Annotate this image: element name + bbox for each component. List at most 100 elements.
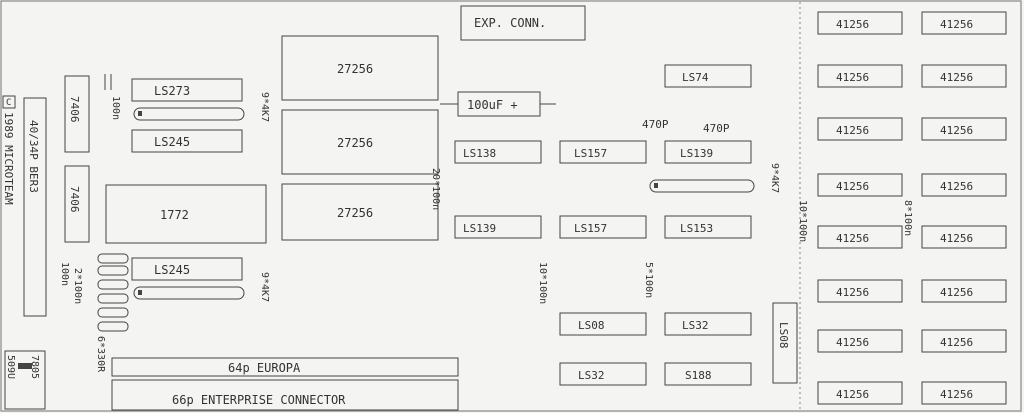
chip-1772-label: 1772 bbox=[160, 208, 189, 222]
cap-470p-1: 470P bbox=[642, 118, 669, 131]
resistor-pack-1: 9*4K7 bbox=[133, 92, 270, 122]
chip-ls157-b-label: LS157 bbox=[574, 222, 607, 235]
chip-ls157-a-label: LS157 bbox=[574, 147, 607, 160]
chip-s188-label: S188 bbox=[685, 369, 712, 382]
chip-7406-a: 7406 bbox=[64, 75, 90, 153]
eprom-2-label: 27256 bbox=[337, 136, 373, 150]
chip-ls245-top-label: LS245 bbox=[154, 135, 190, 149]
cap-2-100n: 2*100n bbox=[72, 268, 83, 304]
cap-5-100n: 5*100n bbox=[643, 262, 654, 298]
sip-2-label: 9*4K7 bbox=[259, 272, 270, 302]
chip-7406-a-label: 7406 bbox=[68, 96, 81, 123]
europa-label: 64p EUROPA bbox=[228, 361, 301, 375]
chip-ls08-b-label: LS08 bbox=[777, 322, 790, 349]
dram-chip: 41256 bbox=[921, 225, 1007, 249]
dram-chip-label: 41256 bbox=[836, 388, 869, 401]
chip-ls138-label: LS138 bbox=[463, 147, 496, 160]
chip-ls139-a: LS139 bbox=[664, 140, 752, 164]
dram-chip: 41256 bbox=[817, 64, 903, 88]
chip-ls74-label: LS74 bbox=[682, 71, 709, 84]
dram-chip: 41256 bbox=[817, 11, 903, 35]
chip-ls32-a: LS32 bbox=[664, 312, 752, 336]
cap-100n-b: 100n bbox=[59, 262, 70, 286]
enterprise-label: 66p ENTERPRISE CONNECTOR bbox=[172, 393, 346, 407]
voltage-regulator: 7805 509U bbox=[4, 350, 46, 410]
sip-1-label: 9*4K7 bbox=[259, 92, 270, 122]
chip-ls08-a: LS08 bbox=[559, 312, 647, 336]
cap-10-100n-b: 10*100n bbox=[797, 200, 808, 242]
cap-100uf-label: 100uF + bbox=[467, 98, 518, 112]
chip-ls32-b-label: LS32 bbox=[578, 369, 605, 382]
resistor-pack-2: 9*4K7 bbox=[133, 272, 270, 302]
cap-10-100n: 10*100n bbox=[537, 262, 548, 304]
dram-bank: 41256 41256 41256 41256 41256 41256 41256 41256… bbox=[817, 11, 1007, 405]
regulator-sub: 509U bbox=[5, 355, 16, 379]
chip-ls139-b: LS139 bbox=[454, 215, 542, 239]
dram-chip: 41256 bbox=[921, 279, 1007, 303]
eprom-3: 27256 bbox=[281, 183, 439, 241]
chip-ls08-b: LS08 bbox=[772, 302, 798, 384]
dram-chip-label: 41256 bbox=[940, 336, 973, 349]
chip-ls157-a: LS157 bbox=[559, 140, 647, 164]
cap-100n-a: 100n bbox=[110, 96, 121, 120]
dram-chip-label: 41256 bbox=[836, 286, 869, 299]
dram-chip-label: 41256 bbox=[836, 232, 869, 245]
ber3-label: 40/34P BER3 bbox=[27, 120, 40, 193]
chip-7406-b: 7406 bbox=[64, 165, 90, 243]
dram-chip: 41256 bbox=[921, 381, 1007, 405]
chip-ls245-bottom: LS245 bbox=[131, 257, 243, 281]
resistor-array bbox=[97, 253, 129, 332]
resistor-pack-3: 9*4K7 bbox=[649, 163, 780, 193]
chip-ls74: LS74 bbox=[664, 64, 752, 88]
chip-ls273-label: LS273 bbox=[154, 84, 190, 98]
dram-chip-label: 41256 bbox=[940, 286, 973, 299]
chip-ls153: LS153 bbox=[664, 215, 752, 239]
dram-chip: 41256 bbox=[817, 329, 903, 353]
dram-chip: 41256 bbox=[817, 117, 903, 141]
chip-1772: 1772 bbox=[105, 184, 267, 244]
dram-chip: 41256 bbox=[817, 173, 903, 197]
dram-chip: 41256 bbox=[817, 225, 903, 249]
dram-chip-label: 41256 bbox=[940, 388, 973, 401]
exp-connector-label: EXP. CONN. bbox=[474, 16, 546, 30]
dram-chip-label: 41256 bbox=[940, 124, 973, 137]
capacitor-100uf: 100uF + bbox=[440, 91, 556, 117]
chip-ls32-b: LS32 bbox=[559, 362, 647, 386]
chip-ls157-b: LS157 bbox=[559, 215, 647, 239]
eprom-1-label: 27256 bbox=[337, 62, 373, 76]
eprom-1: 27256 bbox=[281, 35, 439, 101]
chip-ls139-a-label: LS139 bbox=[680, 147, 713, 160]
dram-chip-label: 41256 bbox=[940, 232, 973, 245]
dram-chip: 41256 bbox=[921, 329, 1007, 353]
europa-connector: 64p EUROPA bbox=[111, 357, 459, 377]
dram-chip: 41256 bbox=[921, 117, 1007, 141]
copyright-symbol: C bbox=[6, 98, 11, 108]
dram-chip-label: 41256 bbox=[940, 71, 973, 84]
copyright-block: C 1989 MICROTEAM bbox=[2, 95, 16, 205]
cap-20-100n: 20*100n bbox=[430, 168, 441, 210]
chip-ls139-b-label: LS139 bbox=[463, 222, 496, 235]
dram-chip: 41256 bbox=[921, 64, 1007, 88]
chip-ls245-top: LS245 bbox=[131, 129, 243, 153]
dram-chip: 41256 bbox=[921, 11, 1007, 35]
chip-ls138: LS138 bbox=[454, 140, 542, 164]
enterprise-connector: 66p ENTERPRISE CONNECTOR bbox=[111, 379, 459, 411]
eprom-2: 27256 bbox=[281, 109, 439, 175]
dram-chip-label: 41256 bbox=[836, 180, 869, 193]
dram-chip-label: 41256 bbox=[836, 18, 869, 31]
dram-chip-label: 41256 bbox=[940, 180, 973, 193]
regulator-part: 7805 bbox=[29, 355, 40, 379]
dram-chip: 41256 bbox=[817, 279, 903, 303]
dram-chip-label: 41256 bbox=[836, 124, 869, 137]
dram-chip-label: 41256 bbox=[940, 18, 973, 31]
dram-chip-label: 41256 bbox=[836, 71, 869, 84]
chip-ls08-a-label: LS08 bbox=[578, 319, 605, 332]
chip-ls273: LS273 bbox=[131, 78, 243, 102]
chip-ls153-label: LS153 bbox=[680, 222, 713, 235]
ber3-connector: 40/34P BER3 bbox=[23, 97, 47, 317]
res-6-330r: 6*330R bbox=[95, 336, 106, 373]
dram-chip-label: 41256 bbox=[836, 336, 869, 349]
eprom-3-label: 27256 bbox=[337, 206, 373, 220]
chip-ls32-a-label: LS32 bbox=[682, 319, 709, 332]
